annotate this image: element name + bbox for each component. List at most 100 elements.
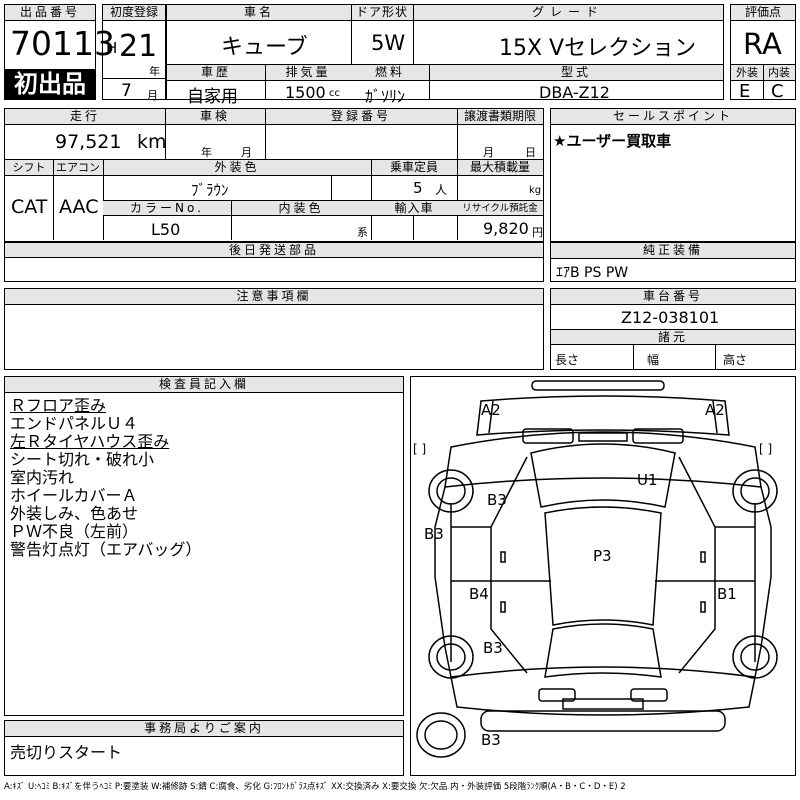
inspector-line: 室内汚れ — [10, 468, 75, 487]
sales-point-box: セールスポイント ★ユーザー買取車 — [550, 108, 796, 242]
inspector-line: 外装しみ、色あせ — [10, 504, 139, 523]
aircon-value: AAC — [59, 196, 99, 218]
exterior-color-value: ﾌﾞﾗｳﾝ — [191, 181, 229, 199]
interior-color-label: 内装色 — [231, 201, 371, 216]
first-registration-label: 初度登録 — [103, 5, 165, 21]
notes-label: 注意事項欄 — [5, 289, 543, 305]
score-box: 評価点 RA 外装 内装 E C — [730, 4, 796, 102]
later-parts-box: 後日発送部品 — [4, 242, 544, 282]
inspection-year-unit: 年 — [201, 146, 212, 159]
era-letter: H — [106, 39, 118, 57]
sales-point-label: セールスポイント — [551, 109, 795, 125]
equipment-value: ｴｱB PS PW — [556, 265, 629, 281]
equipment-box: 純正装備 ｴｱB PS PW — [550, 242, 796, 282]
transfer-label: 譲渡書類期限 — [457, 109, 543, 125]
aircon-label: エアコン — [53, 160, 103, 176]
mileage-row: 走行 車検 登録番号 譲渡書類期限 97,521 km 年 月 月 日 — [4, 108, 544, 160]
history-label: 車歴 — [167, 65, 265, 81]
color-no-value: L50 — [151, 220, 181, 239]
capacity-unit: 人 — [435, 183, 448, 197]
office-box: 事務局よりご案内 売切りスタート — [4, 720, 404, 776]
inspector-line: Ｒフロア歪み — [10, 396, 107, 415]
reg-year: 21 — [119, 29, 158, 64]
office-value: 売切りスタート — [10, 743, 123, 762]
vehicle-info-grid: 車名 ドア形状 グレード キューブ 5W 15X Vセレクション 車歴 排気量 … — [166, 4, 724, 107]
mark-b3-front: B3 — [487, 491, 507, 509]
mark-b3-left: B3 — [424, 525, 444, 543]
shift-label: シフト — [5, 160, 53, 176]
chassis-box: 車台番号 Z12-038101 諸元 長さ 幅 高さ — [550, 288, 796, 370]
fuel-label: 燃料 — [351, 65, 429, 81]
lot-label: 出品番号 — [5, 5, 95, 21]
import-label: 輸入車 — [371, 201, 457, 216]
fuel-value: ｶﾞｿﾘﾝ — [365, 87, 406, 106]
score-value: RA — [743, 27, 782, 61]
interior-grade-value: C — [771, 81, 784, 102]
width-label: 幅 — [647, 353, 660, 367]
inspector-line: 警告灯点灯（エアバッグ） — [10, 540, 202, 559]
door-label: ドア形状 — [351, 5, 413, 21]
lot-number: 70113 — [10, 24, 115, 63]
bracket-right: [ ] — [759, 442, 772, 456]
inspection-month-unit: 月 — [241, 146, 252, 159]
notes-box: 注意事項欄 — [4, 288, 544, 370]
max-load-label: 最大積載量 — [457, 160, 543, 176]
mark-u1: U1 — [637, 471, 658, 489]
chassis-value: Z12-038101 — [621, 308, 720, 327]
mileage-unit: km — [137, 131, 167, 153]
reg-month: 7 — [121, 81, 132, 101]
mark-a2-left: A2 — [481, 401, 501, 419]
sales-point-value: ★ユーザー買取車 — [553, 132, 672, 150]
inspector-line: エンドパネルＵ４ — [10, 414, 139, 433]
car-name-value: キューブ — [221, 35, 308, 60]
mark-p3: P3 — [593, 547, 612, 565]
car-diagram-box: A2 A2 U1 B3 B3 P3 B4 B1 B3 B3 [ ] [ ] — [410, 376, 796, 776]
transfer-month-unit: 月 — [483, 146, 494, 159]
model-code-value: DBA-Z12 — [539, 83, 610, 102]
inspector-line: 左Ｒタイヤハウス歪み — [10, 432, 170, 451]
score-label: 評価点 — [731, 5, 795, 21]
car-diagram: A2 A2 U1 B3 B3 P3 B4 B1 B3 B3 [ ] [ ] — [413, 380, 778, 758]
inspection-label: 車検 — [165, 109, 265, 125]
mark-b1: B1 — [717, 585, 737, 603]
interior-color-unit: 系 — [357, 226, 368, 239]
recycle-unit: 円 — [532, 226, 543, 239]
color-no-label: カラーNo. — [103, 201, 231, 216]
door-value: 5W — [371, 31, 406, 55]
mark-b3-spare: B3 — [481, 731, 501, 749]
shift-value: CAT — [11, 196, 48, 218]
displacement-label: 排気量 — [265, 65, 351, 81]
inspector-label: 検査員記入欄 — [5, 377, 403, 393]
legend: A:ｷｽﾞ U:ﾍｺﾐ B:ｷｽﾞを伴うﾍｺﾐ P:要塗装 W:補修跡 S:錆 … — [4, 782, 626, 792]
reg-no-label: 登録番号 — [265, 109, 457, 125]
grade-value: 15X Vセレクション — [499, 36, 697, 61]
height-label: 高さ — [723, 353, 748, 367]
office-label: 事務局よりご案内 — [5, 721, 403, 737]
recycle-label: リサイクル預託金 — [457, 201, 543, 216]
length-label: 長さ — [555, 353, 580, 367]
specs-label: 諸元 — [551, 330, 795, 345]
mileage-value: 97,521 — [55, 131, 122, 153]
inspector-line: ホイールカバーＡ — [10, 486, 138, 505]
reg-month-unit: 月 — [147, 89, 158, 102]
displacement-unit: cc — [329, 88, 340, 99]
inspector-line: シート切れ・破れ小 — [10, 450, 155, 469]
recycle-value: 9,820 — [483, 219, 529, 238]
car-name-label: 車名 — [167, 5, 351, 21]
reg-year-unit: 年 — [149, 65, 160, 78]
transfer-day-unit: 日 — [525, 146, 536, 159]
bracket-left: [ ] — [413, 442, 426, 456]
interior-grade-label: 内装 — [763, 65, 795, 81]
equipment-label: 純正装備 — [551, 243, 795, 259]
lot-box: 出品番号 70113 初出品 — [4, 4, 115, 100]
mileage-label: 走行 — [5, 109, 165, 125]
mark-b4: B4 — [469, 585, 489, 603]
grade-label: グレード — [413, 5, 723, 21]
capacity-value: 5 — [413, 179, 423, 197]
exterior-color-label: 外装色 — [103, 160, 371, 176]
exterior-grade-value: E — [739, 81, 751, 102]
mark-b3-rear: B3 — [483, 639, 503, 657]
spec-row: シフト エアコン 外装色 乗車定員 最大積載量 CAT AAC ﾌﾞﾗｳﾝ 5 … — [4, 160, 544, 242]
